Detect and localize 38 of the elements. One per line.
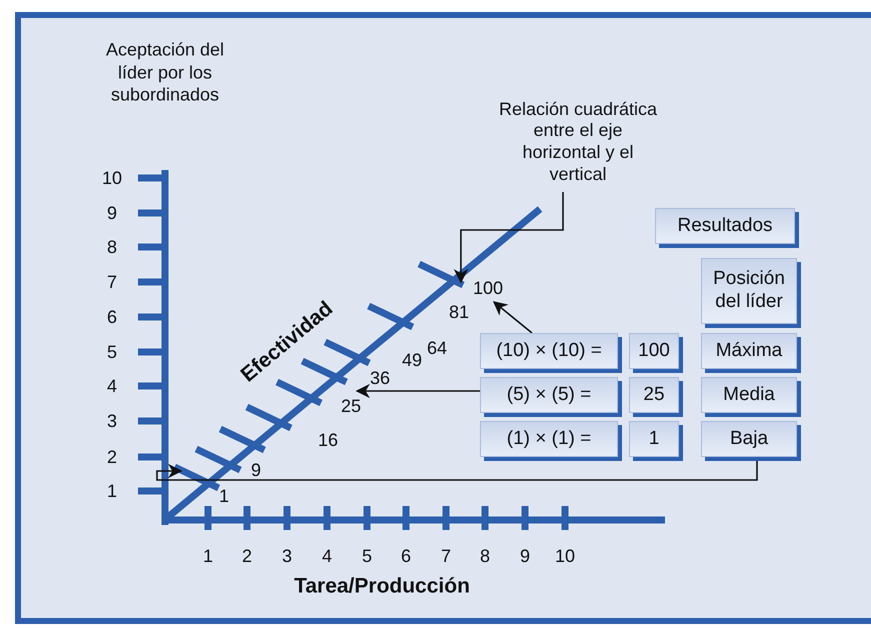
tick-label: 1 xyxy=(202,547,214,565)
tick-label: 81 xyxy=(448,303,470,321)
tick-label: 36 xyxy=(368,369,392,387)
arrow xyxy=(356,384,480,398)
arrow xyxy=(156,459,758,481)
tick-label: 5 xyxy=(106,343,118,361)
tick-label: 2 xyxy=(240,547,253,565)
axis-title: Aceptación del líder por los subordinados xyxy=(104,38,226,106)
tick-label: 10 xyxy=(100,169,124,187)
tick-label: 9 xyxy=(518,547,531,565)
value-label: 100 xyxy=(470,278,506,300)
leader-arrow xyxy=(454,192,564,284)
axis-title: Tarea/Producción xyxy=(293,573,471,600)
tick-mark xyxy=(173,464,220,492)
tick-label: 4 xyxy=(106,377,118,395)
tick-label: 6 xyxy=(106,308,118,326)
tick-label: 9 xyxy=(250,461,262,479)
arrow xyxy=(492,301,532,334)
tick-label: 3 xyxy=(280,547,293,565)
tick-label: 4 xyxy=(320,547,333,565)
tick-label: 7 xyxy=(440,547,452,565)
tick-label: 10 xyxy=(554,547,576,565)
tick-label: 2 xyxy=(106,448,118,466)
tick-mark xyxy=(418,260,465,288)
tick-label: 6 xyxy=(400,547,412,565)
value-label: 25 xyxy=(337,396,365,418)
tick-label: 1 xyxy=(218,487,230,505)
tick-label: 64 xyxy=(426,339,448,357)
tick-label: 9 xyxy=(106,204,118,222)
annotation-text: Relación cuadrática entre el eje horizontal y el vertical xyxy=(498,92,658,192)
tick-label: 5 xyxy=(360,547,373,565)
tick-label: 7 xyxy=(106,273,118,291)
tick-label: 16 xyxy=(316,431,340,449)
tick-label: 3 xyxy=(106,412,118,430)
tick-label: 1 xyxy=(106,482,118,500)
tick-label: 8 xyxy=(106,238,118,256)
tick-label: 8 xyxy=(478,547,491,565)
tick-label: 49 xyxy=(400,351,424,369)
